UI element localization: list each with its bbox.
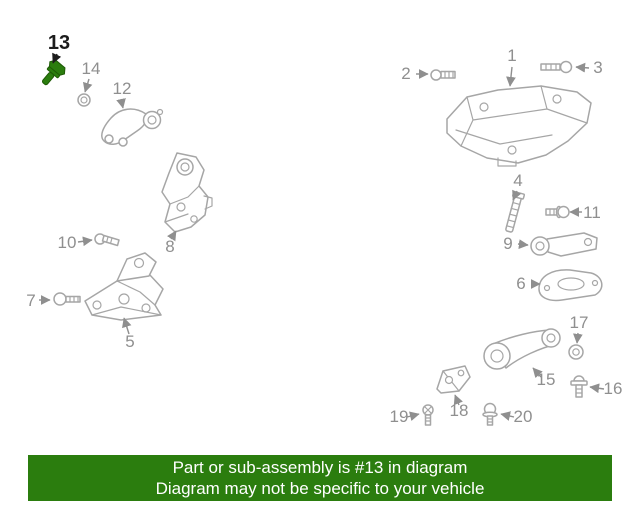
callout-3: 3 bbox=[593, 58, 602, 77]
part-18-bracket-plate bbox=[436, 365, 471, 394]
callout-18: 18 bbox=[450, 401, 469, 420]
part-13-bolt-highlighted bbox=[41, 59, 66, 86]
leader-arrow-14 bbox=[82, 78, 93, 93]
leader-arrow-12 bbox=[116, 98, 126, 109]
callout-9: 9 bbox=[503, 234, 512, 253]
leader-arrow-13 bbox=[52, 52, 62, 64]
callout-6: 6 bbox=[516, 274, 525, 293]
callout-8: 8 bbox=[165, 237, 174, 256]
part-19-screw bbox=[422, 404, 434, 426]
leader-arrow-17 bbox=[573, 332, 583, 344]
callout-20: 20 bbox=[514, 407, 533, 426]
part-6-mount-insulator bbox=[538, 269, 603, 302]
part-14-washer bbox=[77, 93, 91, 107]
callout-17: 17 bbox=[570, 313, 589, 332]
leader-arrow-20 bbox=[500, 411, 515, 421]
callout-5: 5 bbox=[125, 332, 134, 351]
callout-10: 10 bbox=[58, 233, 77, 252]
part-7-bolt bbox=[53, 292, 81, 306]
leader-arrow-10 bbox=[77, 236, 93, 247]
leader-arrow-5 bbox=[122, 317, 132, 335]
callout-4: 4 bbox=[513, 171, 522, 190]
part-11-bolt bbox=[545, 205, 570, 219]
part-8-bracket bbox=[161, 152, 213, 233]
callout-15: 15 bbox=[537, 370, 556, 389]
leader-arrow-4 bbox=[512, 189, 522, 201]
part-3-bolt bbox=[540, 60, 573, 74]
callout-14: 14 bbox=[82, 59, 101, 78]
callout-1: 1 bbox=[507, 46, 516, 65]
parts-diagram-canvas: 1 2 3 4 5 6 7 8 9 10 11 12 13 14 15 16 1… bbox=[26, 32, 623, 426]
leader-arrow-3 bbox=[575, 62, 590, 73]
part-12-bracket-link bbox=[101, 108, 164, 147]
part-1-support-bracket bbox=[446, 85, 592, 167]
callout-7: 7 bbox=[26, 291, 35, 310]
leader-arrow-9 bbox=[517, 239, 529, 249]
part-20-bolt bbox=[482, 402, 498, 426]
banner-line-2: Diagram may not be specific to your vehi… bbox=[155, 479, 485, 498]
leader-arrow-18 bbox=[453, 394, 463, 406]
part-5-mount-bracket bbox=[84, 252, 164, 321]
part-17-washer bbox=[568, 344, 584, 360]
callout-2: 2 bbox=[401, 64, 410, 83]
leader-arrow-8 bbox=[167, 230, 177, 242]
part-16-bolt bbox=[570, 375, 588, 398]
part-2-bolt bbox=[430, 69, 456, 81]
leader-arrow-1 bbox=[506, 66, 516, 87]
leader-arrow-16 bbox=[589, 383, 605, 394]
part-15-torque-strut bbox=[483, 328, 561, 370]
leader-arrow-15 bbox=[532, 367, 543, 379]
callout-13-highlighted: 13 bbox=[48, 32, 70, 54]
part-9-bracket-arm bbox=[530, 232, 598, 257]
callout-19: 19 bbox=[390, 407, 409, 426]
part-10-bolt bbox=[94, 233, 120, 247]
callout-16: 16 bbox=[604, 379, 623, 398]
leader-arrow-19 bbox=[406, 411, 420, 421]
highlight-banner: Part or sub-assembly is #13 in diagram D… bbox=[28, 455, 612, 501]
callout-12: 12 bbox=[113, 79, 132, 98]
banner-line-1: Part or sub-assembly is #13 in diagram bbox=[172, 458, 468, 477]
callout-11: 11 bbox=[583, 203, 601, 222]
